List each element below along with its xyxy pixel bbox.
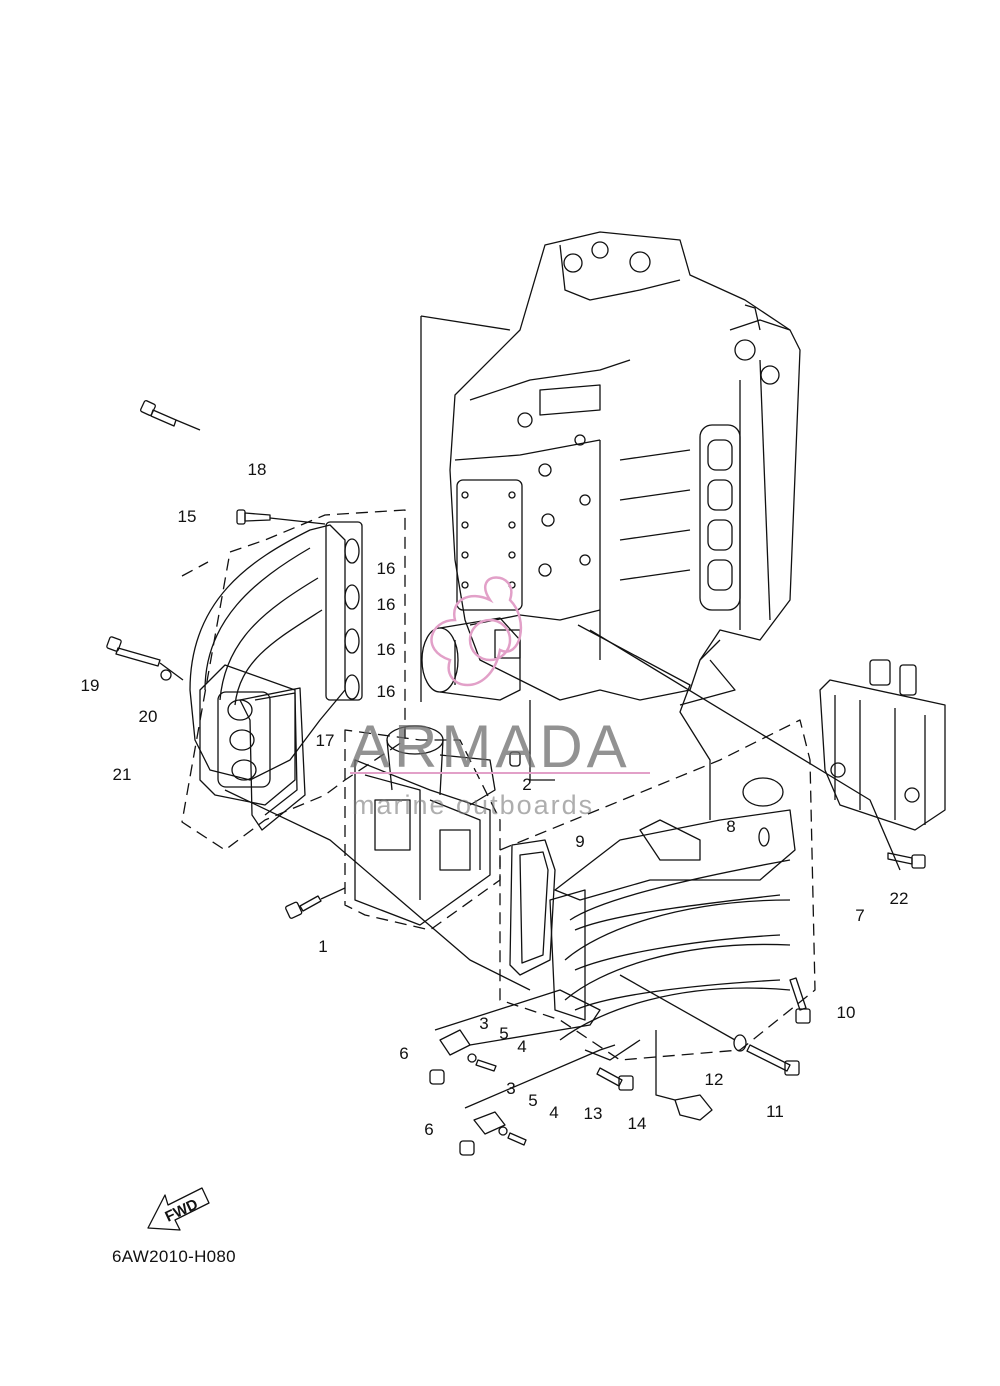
left-intake-manifold [189, 521, 363, 831]
callout-6b: 6 [424, 1120, 434, 1139]
callout-6a: 6 [399, 1044, 409, 1063]
bolt-22 [887, 852, 926, 869]
callout-9: 9 [575, 832, 585, 851]
callout-16c: 16 [376, 640, 396, 659]
clamp-group-upper [429, 989, 601, 1085]
callout-18: 18 [247, 460, 267, 479]
callout-11: 11 [766, 1102, 784, 1121]
callout-16b: 16 [376, 595, 396, 614]
callout-14: 14 [627, 1114, 647, 1133]
callout-13: 13 [583, 1104, 603, 1123]
oring-8 [742, 777, 784, 807]
callout-5a: 5 [499, 1024, 509, 1043]
callout-3b: 3 [506, 1079, 516, 1098]
watermark-brand: ARMADA [350, 713, 631, 780]
leader-21 [175, 419, 201, 431]
callout-1: 1 [318, 937, 328, 956]
pump-assembly [421, 617, 521, 701]
gasket-9 [509, 839, 556, 976]
diagram-code: 6AW2010-H080 [112, 1247, 236, 1266]
intake-group-box-right [499, 719, 816, 1061]
bolt-10 [789, 977, 811, 1024]
clip-14 [655, 1030, 713, 1121]
fwd-label: FWD [163, 1196, 201, 1226]
clamp-group-lower [459, 1039, 641, 1156]
bolt-21 [140, 400, 177, 427]
engine-block [449, 231, 801, 701]
callout-15: 15 [177, 507, 197, 526]
bolt-11 [746, 1044, 800, 1076]
leader-12 [619, 974, 736, 1041]
callout-8: 8 [726, 817, 736, 836]
leader-22 [589, 629, 901, 871]
callout-5b: 5 [528, 1091, 538, 1110]
leader-engine-top [420, 315, 511, 331]
callout-7: 7 [855, 906, 865, 925]
callout-3a: 3 [479, 1014, 489, 1033]
watermark-logo-icon [430, 576, 523, 687]
fwd-arrow-icon [147, 1187, 210, 1231]
callout-16d: 16 [376, 682, 396, 701]
bolt-19 [106, 636, 184, 681]
leader-2 [529, 700, 555, 781]
bolt-18 [236, 509, 326, 525]
callout-4b: 4 [549, 1103, 559, 1122]
callout-4a: 4 [517, 1037, 527, 1056]
bolt-13 [596, 1067, 634, 1091]
leader-block-to-manifold [577, 624, 711, 820]
callout-10: 10 [836, 1003, 856, 1022]
callout-19: 19 [80, 676, 100, 695]
bolt-1 [285, 887, 346, 919]
callout-2: 2 [522, 775, 532, 794]
washer-20 [160, 669, 172, 681]
pin-2 [509, 751, 521, 767]
callout-17: 17 [315, 731, 335, 750]
watermark-tagline: marine outboards [352, 790, 595, 820]
callout-20: 20 [138, 707, 158, 726]
callout-16a: 16 [376, 559, 396, 578]
callout-21: 21 [112, 765, 132, 784]
callout-22: 22 [889, 889, 909, 908]
washer-12 [733, 1034, 747, 1052]
leader-block-lower [679, 639, 736, 706]
fuel-module [819, 659, 946, 831]
callout-12: 12 [704, 1070, 724, 1089]
right-intake-manifold [549, 809, 796, 1041]
